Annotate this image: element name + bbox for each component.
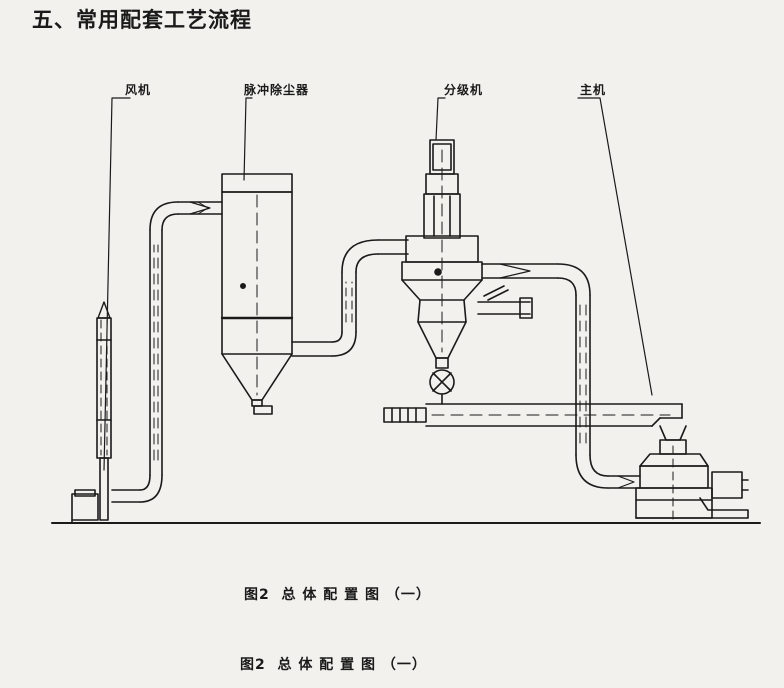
pulse-dust-collector — [220, 173, 294, 415]
fan — [71, 489, 99, 524]
screw-feeder — [383, 403, 683, 427]
leader-lines — [103, 97, 653, 471]
pipe-fan-to-dust-collector — [111, 201, 223, 503]
leader-fan — [103, 97, 131, 471]
section-title: 五、常用配套工艺流程 — [32, 8, 252, 32]
classifier — [401, 139, 483, 405]
leader-main-machine — [577, 97, 653, 396]
label-dust-collector: 脉冲除尘器 — [244, 83, 310, 97]
pipe-main-to-classifier — [481, 263, 641, 489]
leader-dust-collector — [243, 97, 253, 181]
main-machine — [635, 425, 749, 521]
classifier-side-inlet — [477, 285, 533, 319]
label-main-machine: 主机 — [580, 83, 607, 97]
pipe-dust-collector-to-classifier — [291, 239, 409, 357]
figure-caption: 图2 总 体 配 置 图 （一） — [244, 587, 431, 603]
figure-caption-repeat: 图2 总 体 配 置 图 （一） — [240, 657, 427, 673]
label-classifier: 分级机 — [444, 83, 484, 97]
leader-classifier — [435, 97, 446, 141]
label-fan: 风机 — [125, 83, 152, 97]
exhaust-stack — [96, 301, 112, 521]
